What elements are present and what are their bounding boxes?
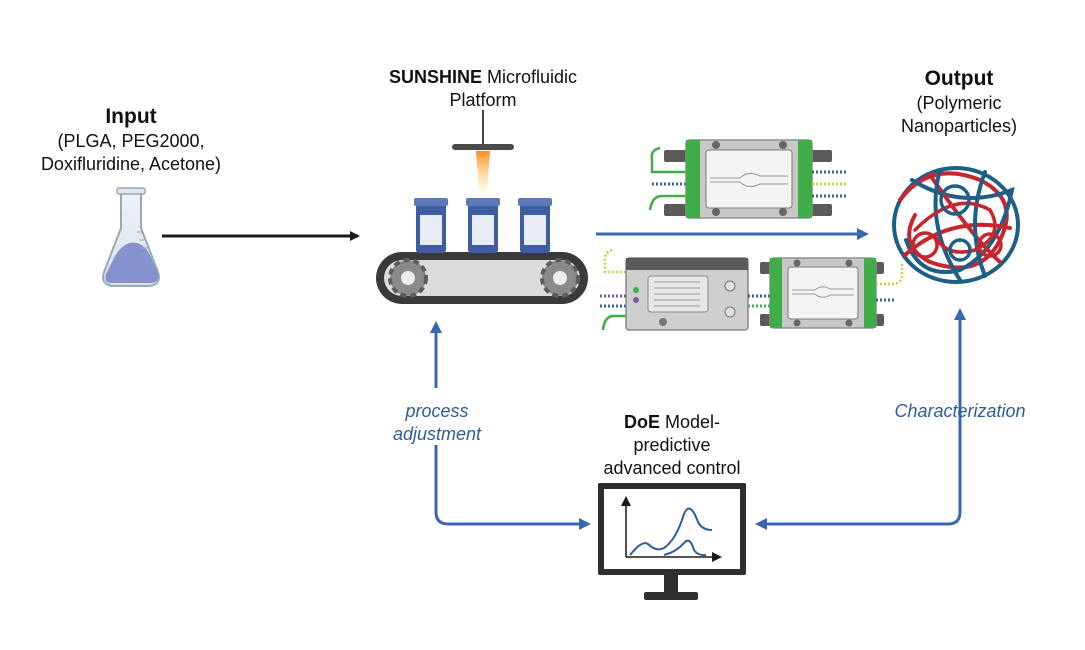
input-line2: Doxifluridine, Acetone) xyxy=(40,154,222,174)
platform-name: SUNSHINE xyxy=(388,67,482,87)
platform-label: SUNSHINE Microfluidic Platform xyxy=(352,66,614,112)
gear-icon xyxy=(540,258,580,298)
chart-icon xyxy=(621,496,722,562)
vial-icon xyxy=(414,198,448,253)
doe-name-rest: Model- xyxy=(659,412,721,432)
process-line2: adjustment xyxy=(392,424,482,444)
process-adjustment-label: process adjustment xyxy=(362,400,512,446)
gear-icon xyxy=(388,258,428,298)
doe-label: DoE Model- predictive advanced control xyxy=(572,411,772,480)
output-line1: (Polymeric xyxy=(916,93,1002,113)
input-label: Input (PLGA, PEG2000, Doxifluridine, Ace… xyxy=(10,104,252,176)
process-adjustment-arrow xyxy=(434,445,591,530)
characterization-label: Characterization xyxy=(870,400,1050,423)
conveyor-icon xyxy=(376,252,588,304)
microfluidic-chip-icon xyxy=(648,139,846,219)
output-line2: Nanoparticles) xyxy=(900,116,1018,136)
doe-line3: advanced control xyxy=(603,458,741,478)
microfluidic-chip-icon xyxy=(600,248,904,331)
input-line1: (PLGA, PEG2000, xyxy=(57,131,205,151)
lamp-icon xyxy=(452,110,514,192)
process-line1: process xyxy=(405,401,469,421)
platform-line2: Platform xyxy=(449,90,517,110)
monitor-icon xyxy=(598,483,746,600)
characterization-text: Characterization xyxy=(894,401,1026,421)
vial-icon xyxy=(466,198,500,253)
doe-line2: predictive xyxy=(633,435,711,455)
doe-name: DoE xyxy=(623,412,660,432)
input-title: Input xyxy=(105,105,157,128)
characterization-arrow xyxy=(755,380,962,530)
nanoparticle-icon xyxy=(892,166,1020,284)
output-title: Output xyxy=(924,67,994,90)
vial-icon xyxy=(518,198,552,253)
flask-icon xyxy=(102,187,160,287)
output-label: Output (Polymeric Nanoparticles) xyxy=(860,66,1058,138)
platform-name-rest: Microfluidic xyxy=(481,67,578,87)
